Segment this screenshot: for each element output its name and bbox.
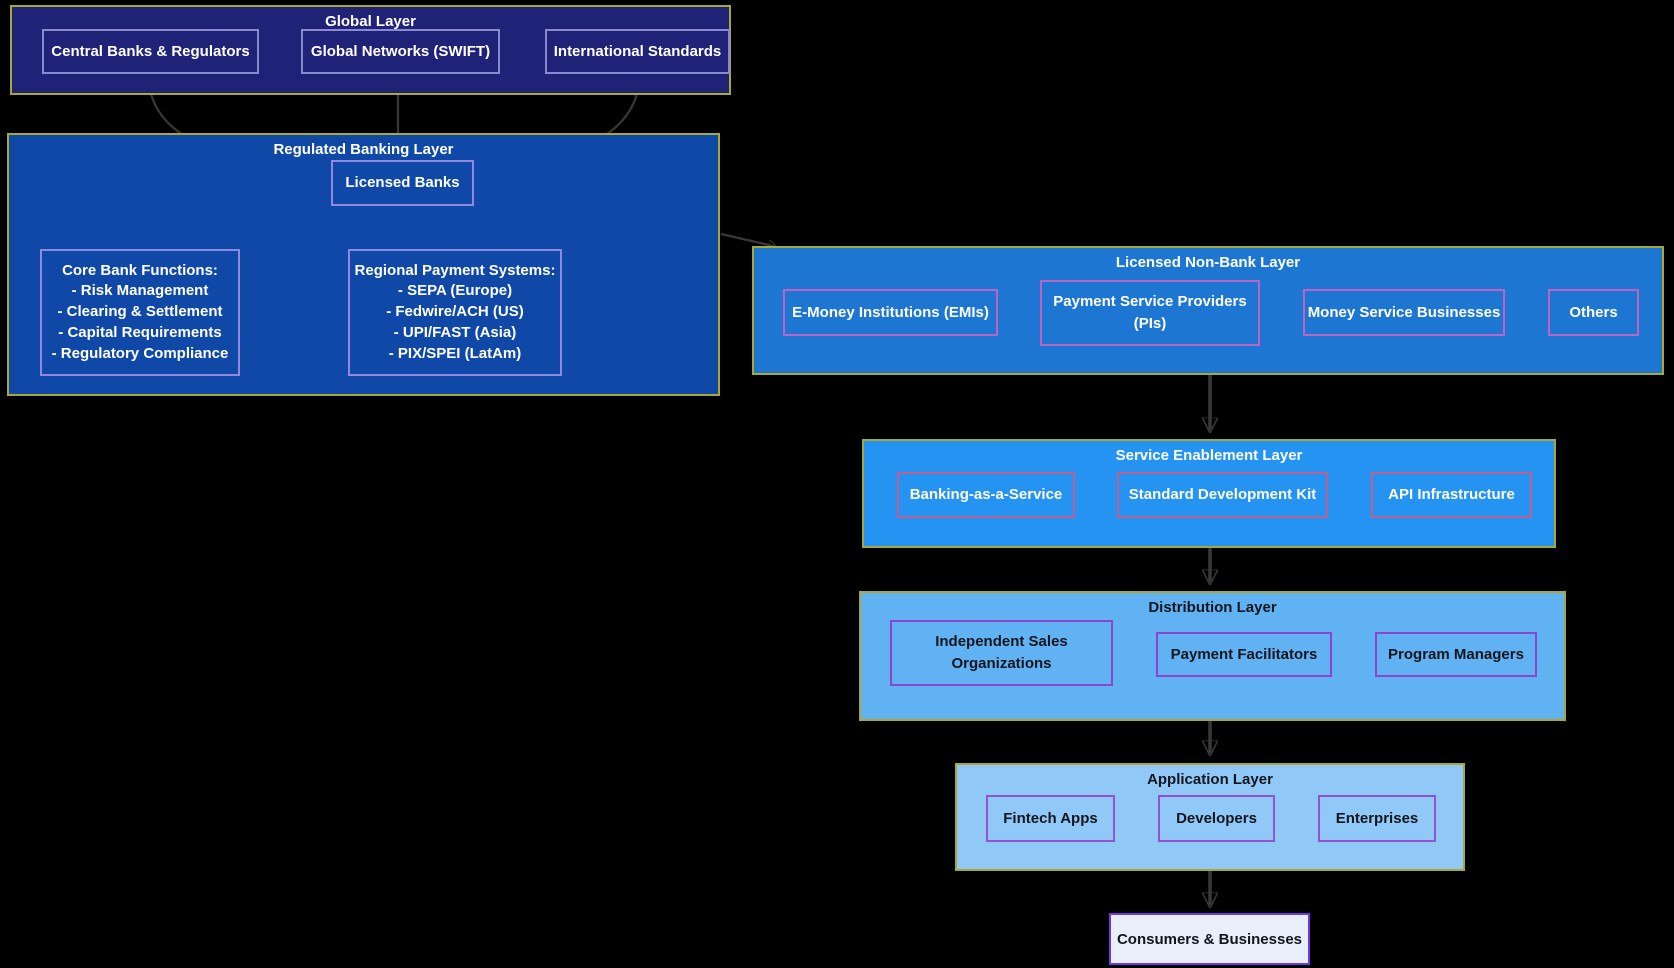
application-layer: Application Layer Fintech Apps Developer… — [955, 763, 1465, 871]
node-international-standards: International Standards — [545, 29, 730, 74]
node-independent-sales-organizations: Independent Sales Organizations — [890, 620, 1113, 686]
global-layer-title: Global Layer — [325, 13, 416, 30]
global-layer: Global Layer Central Banks & Regulators … — [10, 5, 731, 95]
application-layer-title: Application Layer — [1147, 771, 1273, 788]
licensed-non-bank-layer: Licensed Non-Bank Layer E-Money Institut… — [752, 246, 1664, 375]
regulated-banking-layer: Regulated Banking Layer Licensed Banks C… — [7, 133, 720, 396]
node-emoney-institutions: E-Money Institutions (EMIs) — [783, 289, 998, 336]
node-enterprises: Enterprises — [1318, 795, 1436, 842]
node-payment-service-providers: Payment Service Providers (PIs) — [1040, 280, 1260, 346]
service-enablement-layer: Service Enablement Layer Banking-as-a-Se… — [862, 439, 1556, 548]
node-regional-payment-systems: Regional Payment Systems: - SEPA (Europe… — [348, 249, 562, 376]
licensed-non-bank-layer-title: Licensed Non-Bank Layer — [1115, 254, 1301, 271]
node-money-service-businesses: Money Service Businesses — [1303, 289, 1505, 336]
node-program-managers: Program Managers — [1375, 632, 1537, 677]
node-core-bank-functions: Core Bank Functions: - Risk Management -… — [40, 249, 240, 376]
node-fintech-apps: Fintech Apps — [986, 795, 1115, 842]
node-global-networks-swift: Global Networks (SWIFT) — [301, 29, 500, 74]
node-consumers-businesses: Consumers & Businesses — [1109, 913, 1310, 965]
distribution-layer: Distribution Layer Independent Sales Org… — [859, 591, 1566, 721]
node-payment-facilitators: Payment Facilitators — [1156, 632, 1332, 677]
node-standard-development-kit: Standard Development Kit — [1117, 472, 1328, 518]
service-enablement-layer-title: Service Enablement Layer — [1115, 447, 1303, 464]
distribution-layer-title: Distribution Layer — [1148, 599, 1277, 616]
node-banking-as-a-service: Banking-as-a-Service — [897, 472, 1075, 518]
regulated-banking-layer-title: Regulated Banking Layer — [273, 141, 454, 158]
node-developers: Developers — [1158, 795, 1275, 842]
node-api-infrastructure: API Infrastructure — [1371, 472, 1532, 518]
node-central-banks: Central Banks & Regulators — [42, 29, 259, 74]
node-licensed-banks: Licensed Banks — [331, 160, 474, 206]
node-others: Others — [1548, 289, 1639, 336]
